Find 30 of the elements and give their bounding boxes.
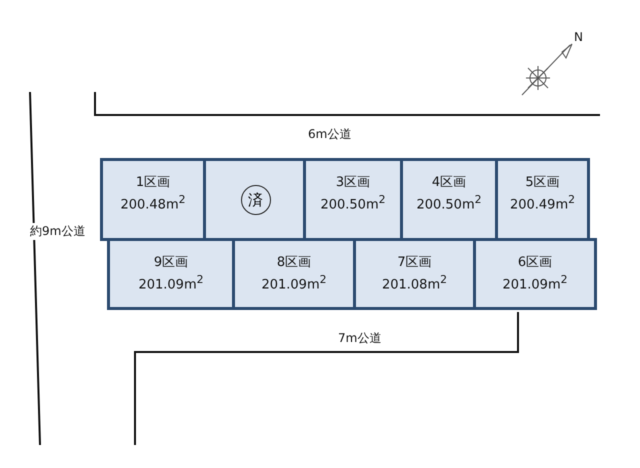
- lot-area: 200.50m$^{2}$: [403, 193, 495, 212]
- road-label: 約9m公道: [30, 223, 86, 240]
- lot-parcel: [353, 238, 476, 310]
- north-label: N: [574, 30, 583, 44]
- lot-parcel: [107, 238, 235, 310]
- lot-number: 1区画: [134, 174, 172, 191]
- lot-area: 201.09m$^{2}$: [476, 273, 594, 292]
- lot-area: 200.50m$^{2}$: [306, 193, 400, 212]
- lot-number: 6区画: [516, 254, 554, 271]
- road-label: 7m公道: [338, 330, 382, 347]
- lot-parcel: [303, 158, 403, 241]
- lot-area: 201.08m$^{2}$: [356, 273, 473, 292]
- lot-parcel: [100, 158, 206, 241]
- lot-parcel: [495, 158, 590, 241]
- lot-number: 5区画: [524, 174, 561, 191]
- lot-parcel: [400, 158, 498, 241]
- lot-parcel: [203, 158, 306, 241]
- lot-area: 200.49m$^{2}$: [498, 193, 587, 212]
- lot-number: 4区画: [430, 174, 468, 191]
- road-label: 6m公道: [308, 126, 352, 143]
- lot-number: 8区画: [276, 254, 312, 271]
- lot-number: 3区画: [334, 174, 372, 191]
- lot-area: 201.09m$^{2}$: [110, 273, 232, 292]
- lot-parcel: [232, 238, 356, 310]
- lot-number: 9区画: [152, 254, 190, 271]
- lot-area: 200.48m$^{2}$: [103, 193, 203, 212]
- lot-area: 201.09m$^{2}$: [235, 273, 353, 292]
- lot-number: 7区画: [396, 254, 433, 271]
- sold-mark: 済: [240, 184, 270, 214]
- lot-parcel: [473, 238, 597, 310]
